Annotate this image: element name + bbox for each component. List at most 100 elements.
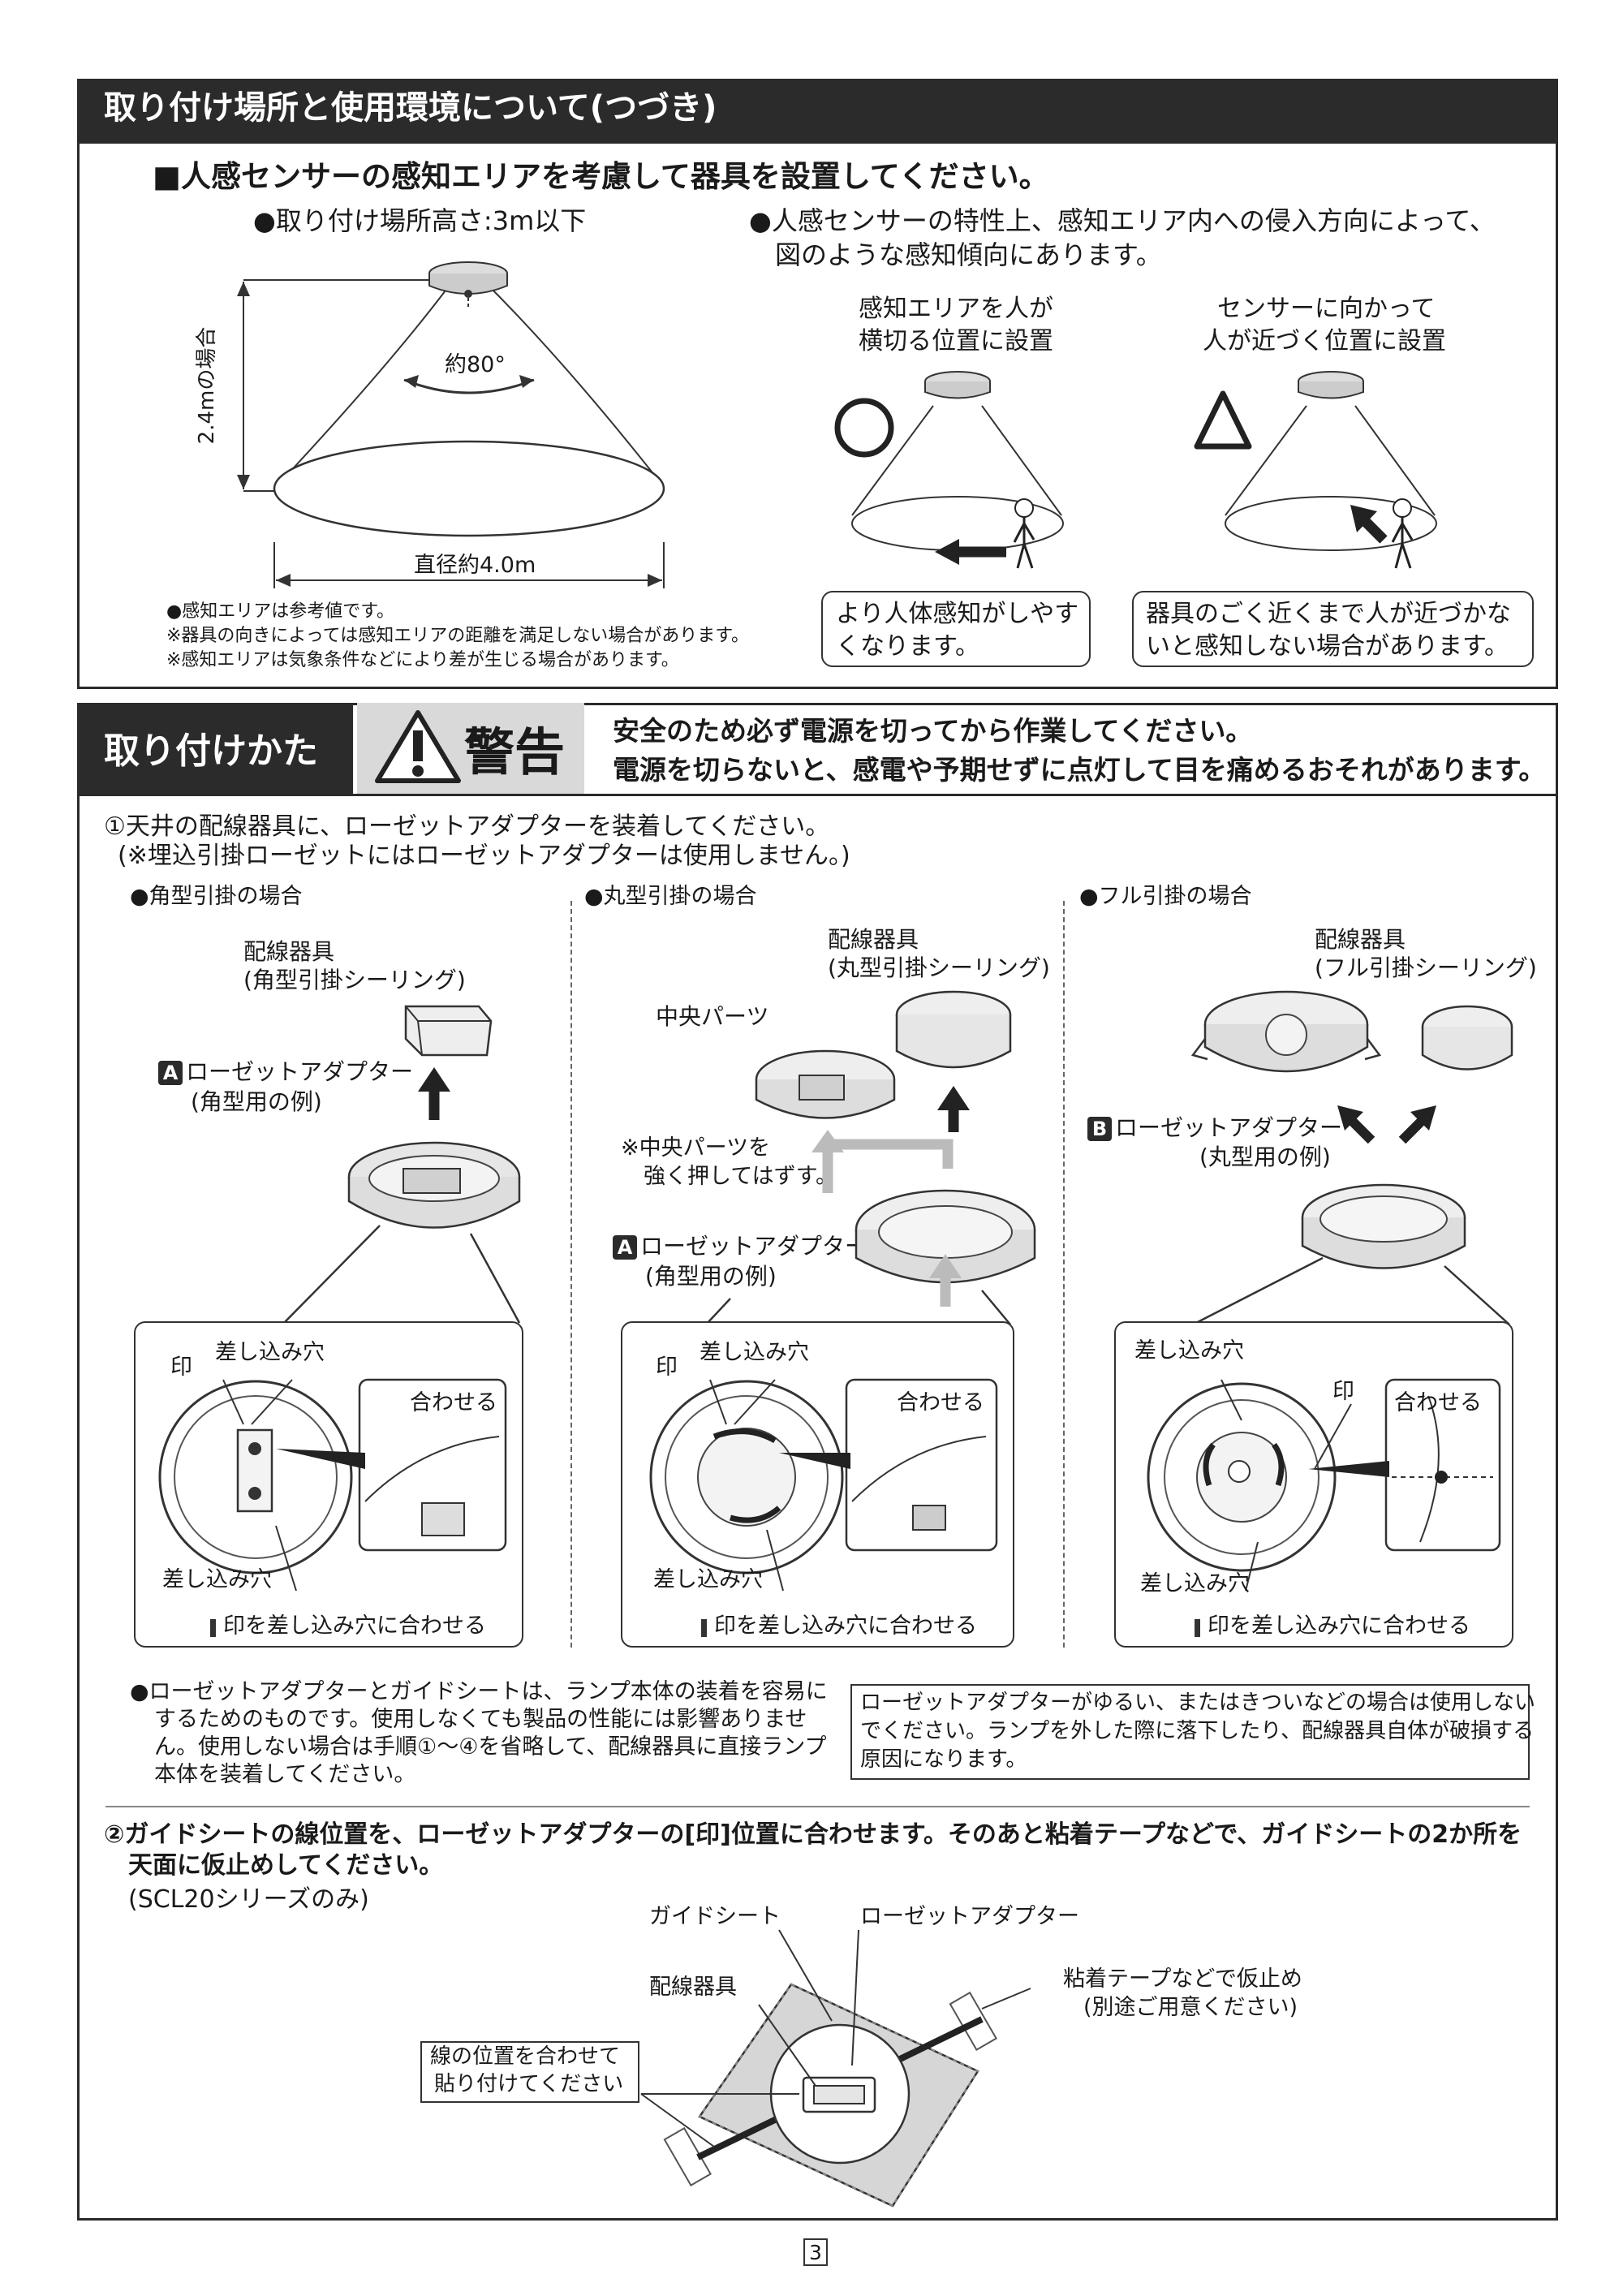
- col3-fixture-line1: 配線器具: [1315, 926, 1406, 953]
- cross-caption-line1: 感知エリアを人が: [859, 295, 1053, 323]
- note-left-line3: ん。使用しない場合は手順①〜④を省略して、配線器具に直接ランプ: [154, 1734, 827, 1760]
- section-install-panel: [77, 703, 1558, 2221]
- approach-bubble-line1: 器具のごく近くまで人が近づかな: [1146, 600, 1511, 628]
- col2-adapter-illustration: [705, 990, 1036, 1325]
- page-number-box: [803, 2238, 828, 2266]
- col1-slot-top: 差し込み穴: [215, 1340, 325, 1365]
- note-right-line2: でください。ランプを外した際に落下したり、配線器具自体が破損する: [860, 1719, 1535, 1743]
- col1-adapter-illustration: [283, 1005, 521, 1324]
- col3-align-label: 合わせる: [1394, 1390, 1482, 1415]
- col1-footer: 印を差し込み穴に合わせる: [223, 1613, 486, 1639]
- col1-fixture-line2: (角型引掛シーリング): [243, 967, 466, 993]
- align-box: [420, 2041, 639, 2103]
- page-number: 3: [809, 2241, 822, 2264]
- warning-line2: 電源を切らないと、感電や予期せずに点灯して目を痛めるおそれがあります。: [613, 754, 1546, 786]
- col2-slot-bottom: 差し込み穴: [653, 1567, 763, 1592]
- cross-caption-line2: 横切る位置に設置: [859, 327, 1053, 355]
- diameter-label: 直径約4.0m: [414, 553, 536, 578]
- step1-line1: ①天井の配線器具に、ローゼットアダプターを装着してください。: [104, 812, 830, 841]
- cross-bubble-line1: より人体感知がしやす: [836, 600, 1079, 628]
- note-right-line1: ローゼットアダプターがゆるい、またはきついなどの場合は使用しない: [860, 1691, 1536, 1715]
- angle-label: 約80°: [445, 352, 506, 377]
- wiring-fixture-label: 配線器具: [649, 1975, 737, 2000]
- section-install-title: 取り付けかた: [104, 730, 318, 772]
- col1-align-label: 合わせる: [410, 1390, 497, 1415]
- warning-line1: 安全のため必ず電源を切ってから作業してください。: [613, 715, 1253, 747]
- warning-icon: [375, 710, 461, 783]
- tendency-line1: ●人感センサーの特性上、感知エリア内への侵入方向によって、: [749, 205, 1496, 236]
- note-right-line3: 原因になります。: [860, 1747, 1027, 1772]
- col2-align-label: 合わせる: [897, 1390, 984, 1415]
- note-reference: ●感知エリアは参考値です。: [166, 601, 394, 622]
- tape-line1: 粘着テープなどで仮止め: [1063, 1966, 1302, 1992]
- col2-slot-top: 差し込み穴: [700, 1340, 809, 1365]
- col2-adapter-text: ローゼットアダプター: [640, 1233, 868, 1260]
- col3-slot-bottom: 差し込み穴: [1140, 1571, 1250, 1596]
- warning-label: 警告: [464, 722, 566, 782]
- step-divider: [105, 1806, 1530, 1807]
- col3-adapter-text: ローゼットアダプター: [1115, 1114, 1343, 1141]
- col2-center-part: 中央パーツ: [656, 1003, 769, 1030]
- col3-fixture-line2: (フル引掛シーリング): [1315, 954, 1537, 981]
- col1-detail-illustration: [158, 1378, 507, 1637]
- col1-adapter-text: ローゼットアダプター: [186, 1058, 414, 1085]
- note-right-box: [850, 1684, 1530, 1780]
- note-left-line4: 本体を装着してください。: [154, 1762, 416, 1787]
- rosette-adapter-label: ローゼットアダプター: [860, 1904, 1079, 1929]
- align-box-line2: 貼り付けてください: [434, 2072, 624, 2096]
- col3-mark-label: 印: [1332, 1379, 1354, 1404]
- col2-press-line1: ※中央パーツを: [621, 1135, 771, 1161]
- height-note: ●取り付け場所高さ:3m以下: [253, 205, 587, 236]
- col2-press-line2: 強く押してはずす。: [644, 1164, 837, 1189]
- note-left-line2: するためのものです。使用しなくても製品の性能には影響ありませ: [154, 1707, 807, 1732]
- sensor-subtitle: ■人感センサーの感知エリアを考慮して器具を設置してください。: [153, 159, 1049, 194]
- note-weather: ※感知エリアは気象条件などにより差が生じる場合があります。: [166, 650, 679, 670]
- col1-fixture-line1: 配線器具: [243, 938, 335, 965]
- column-divider-2: [1063, 901, 1065, 1648]
- col1-adapter-line2: (角型用の例): [191, 1088, 322, 1115]
- col2-heading: ●丸型引掛の場合: [584, 884, 757, 909]
- approach-caption-line1: センサーに向かって: [1217, 295, 1436, 323]
- step2-line1: ②ガイドシートの線位置を、ローゼットアダプターの[印]位置に合わせます。そのあと…: [104, 1820, 1522, 1849]
- cross-diagram: [834, 371, 1064, 569]
- guide-sheet-label: ガイドシート: [649, 1904, 781, 1929]
- col2-fixture-line2: (丸型引掛シーリング): [828, 954, 1050, 981]
- col3-adapter-line2: (丸型用の例): [1199, 1144, 1331, 1170]
- col2-mark-label: 印: [656, 1355, 678, 1380]
- col3-slot-top: 差し込み穴: [1134, 1338, 1244, 1363]
- col2-adapter-line2: (角型用の例): [645, 1263, 777, 1290]
- approach-caption-line2: 人が近づく位置に設置: [1203, 327, 1446, 355]
- step2-line2: 天面に仮止めしてください。: [128, 1851, 444, 1880]
- col1-slot-bottom: 差し込み穴: [162, 1567, 272, 1592]
- col3-adapter-illustration: [1190, 990, 1513, 1326]
- col1-heading: ●角型引掛の場合: [130, 884, 303, 909]
- section-install-header: [77, 703, 353, 794]
- section-location-title: 取り付け場所と使用環境について(つづき): [104, 89, 717, 127]
- note-left-line1: ●ローゼットアダプターとガイドシートは、ランプ本体の装着を容易に: [130, 1679, 828, 1704]
- cross-bubble: [821, 591, 1091, 667]
- tape-line2: (別途ご用意ください): [1083, 1995, 1298, 2020]
- approach-bubble-line2: いと感知しない場合があります。: [1146, 632, 1509, 661]
- cross-bubble-line2: くなります。: [836, 632, 979, 661]
- col3-heading: ●フル引掛の場合: [1079, 884, 1252, 909]
- tendency-line2: 図のような感知傾向にあります。: [775, 239, 1162, 270]
- col2-detail-illustration: [649, 1378, 998, 1637]
- header-divider: [77, 794, 1558, 796]
- col3-detail-illustration: [1147, 1378, 1501, 1637]
- align-box-line1: 線の位置を合わせて: [430, 2044, 621, 2069]
- col2-fixture-line1: 配線器具: [828, 926, 919, 953]
- detection-cone-diagram: [237, 261, 665, 588]
- approach-bubble: [1132, 591, 1534, 667]
- col2-footer: 印を差し込み穴に合わせる: [714, 1613, 977, 1639]
- col3-footer: 印を差し込み穴に合わせる: [1208, 1613, 1470, 1639]
- col3-badge: B: [1087, 1117, 1112, 1141]
- col1-mark-label: 印: [170, 1355, 192, 1380]
- col2-badge: A: [613, 1235, 637, 1260]
- col1-badge: A: [158, 1061, 183, 1085]
- section-location-header: [77, 79, 1558, 144]
- column-divider-1: [570, 901, 572, 1648]
